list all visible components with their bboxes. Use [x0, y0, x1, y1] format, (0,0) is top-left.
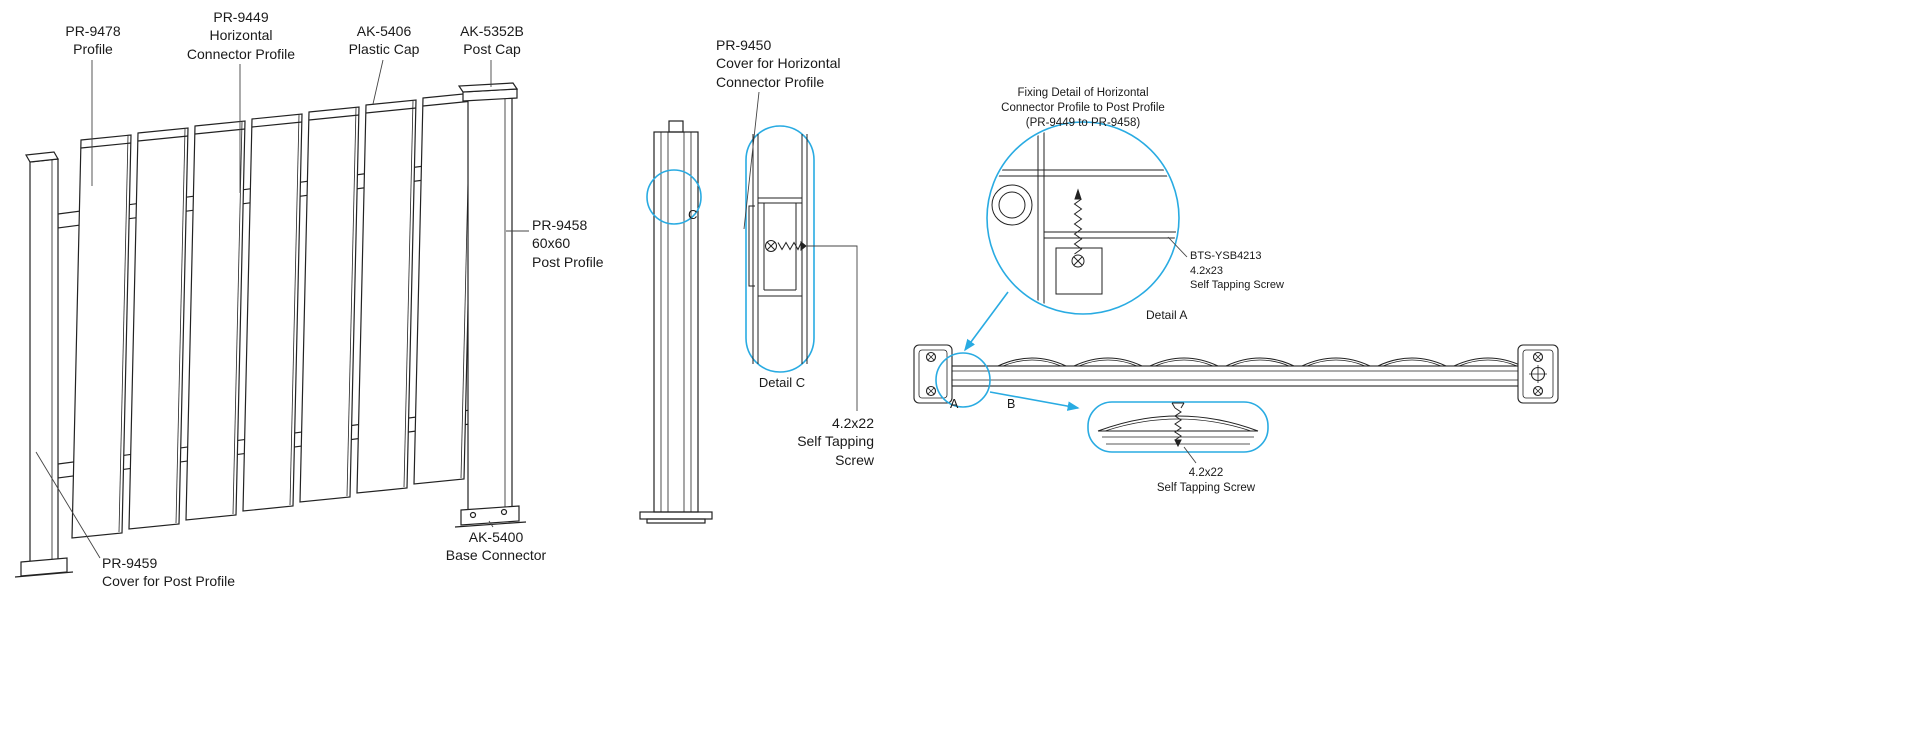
left-post	[14, 151, 74, 578]
slat-fixing-detail	[1087, 401, 1269, 453]
slat	[356, 99, 417, 494]
label-screw-detail-c: 4.2x22 Self Tapping Screw	[797, 415, 874, 468]
detail-a-title: Fixing Detail of Horizontal Connector Pr…	[1001, 87, 1165, 130]
left-post-top	[25, 151, 59, 163]
post-top-stub	[668, 120, 684, 133]
arrow-to-detail-b	[964, 291, 1009, 352]
leader-lines-right	[1167, 236, 1197, 464]
marker-a-label: A	[950, 397, 959, 411]
right-mounting-plate	[1517, 344, 1559, 404]
cyan-arrows	[964, 291, 1080, 411]
label-pr9478-profile: PR-9478 Profile	[65, 23, 121, 58]
slats	[71, 92, 474, 539]
leader-lines-middle	[743, 91, 858, 411]
screw-icon-detail-b	[1171, 402, 1185, 448]
label-bts-screw: BTS-YSB4213 4.2x23 Self Tapping Screw	[1190, 250, 1284, 292]
slat	[128, 127, 189, 530]
detail-c-caption: Detail C	[758, 375, 806, 390]
arrow-to-slat-detail	[989, 391, 1080, 411]
leader-screw-detail-b	[1183, 446, 1197, 464]
screw-icon-detail-c	[765, 240, 807, 252]
post-cap-top	[457, 82, 519, 93]
slat	[71, 134, 132, 539]
cavity-square	[1055, 247, 1103, 295]
label-pr9459-post-cover: PR-9459 Cover for Post Profile	[102, 555, 236, 590]
detail-b-circle-marker	[935, 352, 991, 408]
cover-clip-line	[748, 205, 755, 287]
detail-c-marker-label: C	[688, 207, 698, 222]
label-ak5352b-post-cap: AK-5352B Post Cap	[460, 23, 524, 58]
right-post	[454, 82, 527, 528]
post-base-plate	[639, 511, 713, 520]
rail-plan-view	[913, 344, 1559, 404]
fence-assembly	[14, 82, 527, 578]
label-ak5406-plastic-cap: AK-5406 Plastic Cap	[348, 23, 420, 58]
leader-ak5400	[488, 520, 494, 528]
marker-b-label: B	[1007, 397, 1016, 411]
slat	[242, 113, 303, 512]
detail-a-caption: Detail A	[1146, 308, 1188, 322]
post-elevation	[639, 120, 713, 524]
label-screw-detail-b: 4.2x22 Self Tapping Screw	[1156, 467, 1256, 495]
rail-bar	[951, 365, 1521, 387]
slat-bumps	[997, 357, 1523, 367]
base-connector-shape	[460, 505, 520, 526]
leader-pr9450	[743, 91, 760, 230]
detail-c-drawing	[745, 125, 815, 373]
screw-icon-detail-a	[1071, 188, 1085, 268]
slat	[413, 92, 474, 485]
corner-tube-outer	[991, 184, 1033, 226]
corner-tube-inner	[998, 191, 1026, 219]
left-mounting-plate	[913, 344, 953, 404]
leader-pr9459	[35, 451, 101, 559]
slat	[185, 120, 246, 521]
leader-lines-left	[35, 59, 529, 559]
leader-screw-detail-c	[806, 245, 858, 411]
label-pr9458-post-profile: PR-9458 60x60 Post Profile	[532, 217, 604, 270]
detail-a-circle	[986, 121, 1180, 315]
leader-ak5406	[372, 59, 384, 105]
leader-bts-screw	[1167, 236, 1188, 258]
detail-c-circle-marker	[646, 169, 702, 225]
detail-a-interior	[989, 124, 1177, 312]
slat	[299, 106, 360, 503]
label-pr9450-cover: PR-9450 Cover for Horizontal Connector P…	[716, 37, 841, 90]
label-ak5400-base-connector: AK-5400 Base Connector	[445, 529, 547, 564]
label-pr9449-horizontal-connector: PR-9449 Horizontal Connector Profile	[186, 9, 296, 62]
